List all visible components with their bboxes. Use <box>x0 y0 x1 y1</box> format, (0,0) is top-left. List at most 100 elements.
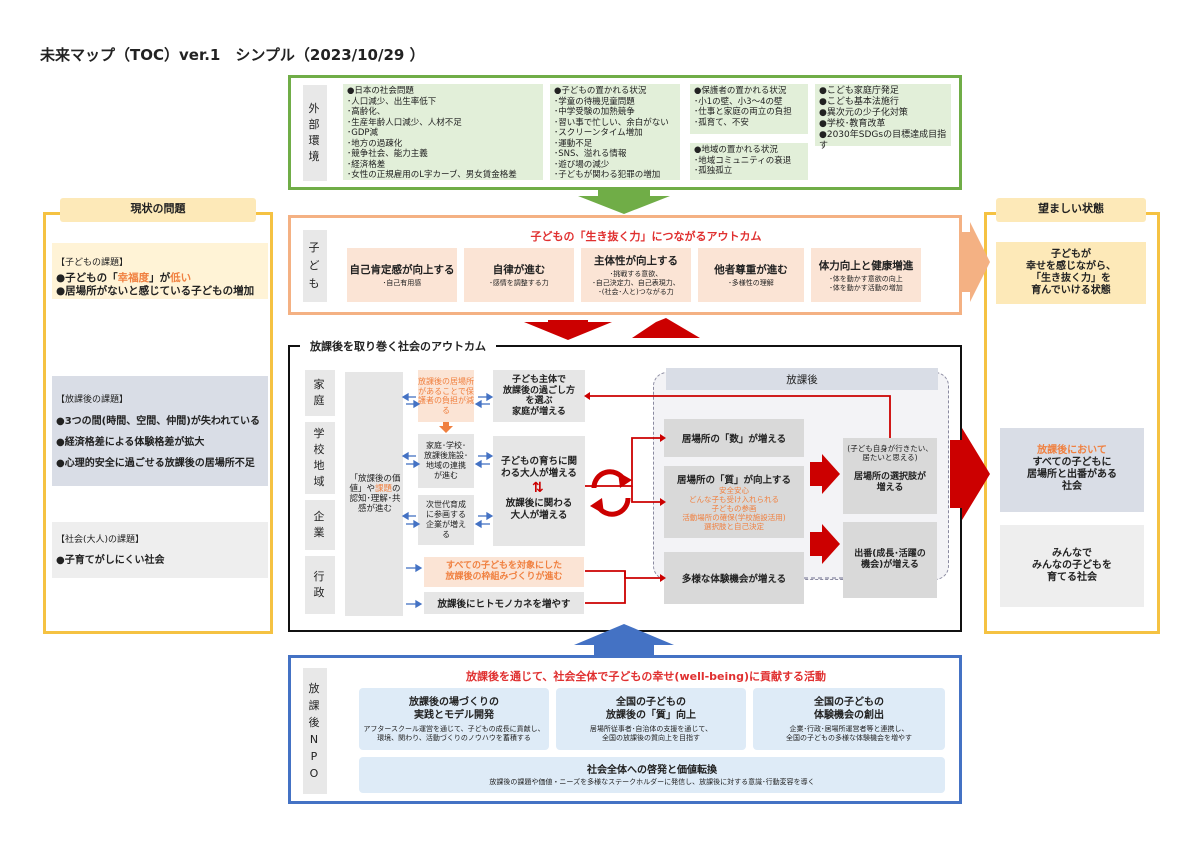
arrowhead-count <box>660 434 666 442</box>
blue-arrowhead <box>486 451 494 461</box>
text-part: 「放課後の価値」や <box>349 474 401 494</box>
blue-arrowhead <box>401 511 409 521</box>
npo-activity-awareness: 社会全体への啓発と価値転換放課後の課題や価値・ニーズを多様なステークホルダーに発… <box>359 757 945 793</box>
blue-arrowhead <box>401 392 409 402</box>
text-part: の認知･理解･共感が進む <box>349 484 401 514</box>
after-school-issues-box <box>52 376 268 486</box>
blue-arrowhead <box>486 511 494 521</box>
social-outcomes-heading: 放課後を取り巻く社会のアウトカム <box>300 338 496 354</box>
arrow-orange-down <box>439 422 453 433</box>
child-issue-place: ●居場所がないと感じている子どもの増加 <box>56 285 255 297</box>
blue-arrowhead <box>474 459 482 469</box>
blue-arrowhead <box>413 399 421 409</box>
adults-box <box>493 436 585 546</box>
external-cell-guardians: ●保護者の置かれる状況 ･小1の壁、小3～4の壁 ･仕事と家庭の両立の負担 ･孤… <box>690 84 808 134</box>
page-title: 未来マップ（TOC）ver.1 シンプル（2023/10/29 ） <box>40 46 425 64</box>
activity-sub: 放課後の課題や価値・ニーズを多様なステークホルダーに発信し、放課後に対する意識･… <box>489 777 815 786</box>
cycle-arrowhead-bottom <box>590 498 604 514</box>
after-school-issues-title: 【放課後の課題】 <box>56 395 129 405</box>
external-environment-frame <box>288 75 962 190</box>
line-adults-to-after-school <box>585 437 660 487</box>
outcome-title: 自律が進む <box>492 264 546 276</box>
label-family: 家 庭 <box>305 370 335 416</box>
government-framework-box: すべての子どもを対象にした 放課後の枠組みづくりが進む <box>424 557 584 587</box>
place-quality-title: 居場所の「質」が向上する <box>676 475 791 486</box>
text-highlight: 幸福度 <box>117 272 150 284</box>
arrow-red-up <box>632 318 700 338</box>
society-issues-box <box>52 522 268 578</box>
arrow-quality-to-choice <box>810 454 840 494</box>
after-school-issue-1: ●3つの間(時間、空間、仲間)が失われている <box>56 416 261 427</box>
child-outcomes-heading: 子どもの「生き抜く力」につながるアウトカム <box>530 230 762 243</box>
blue-arrowhead <box>474 519 482 529</box>
cycle-arrowhead-top <box>618 472 632 488</box>
blue-arrowhead <box>413 459 421 469</box>
external-cell-japan: ●日本の社会問題 ･人口減少、出生率低下 ･高齢化、 ･生産年齢人口減少、人材不… <box>343 84 543 180</box>
child-outcome-autonomy: 自律が進む･感情を調整する力 <box>464 248 574 302</box>
outcome-sub: ･自己有用感 <box>382 279 422 287</box>
external-label: 外 部 環 境 <box>303 85 327 181</box>
cooperation-box: 家庭･学校･ 放課後施設･ 地域の連携 が進む <box>418 434 474 488</box>
blue-arrowhead <box>401 451 409 461</box>
arrow-social-to-desired <box>950 428 990 520</box>
activity-title: 社会全体への啓発と価値転換 <box>587 764 717 776</box>
child-issues-title: 【子どもの課題】 <box>56 258 129 268</box>
after-school-issue-3: ●心理的安全に過ごせる放課後の居場所不足 <box>56 458 255 469</box>
outcome-title: 主体性が向上する <box>594 255 678 267</box>
arrow-external-down <box>578 190 670 214</box>
label-school-region: 学 校 地 域 <box>305 422 335 494</box>
external-cell-policy: ●こども家庭庁発足 ●こども基本法施行 ●異次元の少子化対策 ●学校･教育改革 … <box>815 84 951 151</box>
place-choice-note: (子ども自身が行きたい、 居たいと思える) <box>847 444 933 462</box>
desired-mid-main: すべての子どもに 居場所と出番がある 社会 <box>1027 457 1117 492</box>
society-issue-1: ●子育てがしにくい社会 <box>56 555 165 566</box>
arrow-npo-up <box>574 624 674 655</box>
desired-mid-box <box>1000 428 1144 512</box>
line-funding-to-after-school <box>585 571 626 604</box>
activity-sub: アフタースクール運営を通じて、子どもの成長に貢献し、 環境、関わり、活動づくりの… <box>363 724 545 742</box>
desired-bottom: みんなで みんなの子どもを 育てる社会 <box>1000 525 1144 607</box>
outcome-title: 他者尊重が進む <box>714 264 788 276</box>
npo-label: 放 課 後 N P O <box>303 668 327 794</box>
child-issue-happiness: ●子どもの「幸福度」が低い <box>56 270 191 285</box>
value-awareness-text: 「放課後の価値」や課題の認知･理解･共感が進む <box>348 474 402 514</box>
outcome-sub: ･体を動かす意欲の向上 ･体を動かす活動の増加 <box>829 274 903 292</box>
text-part: 」が <box>149 272 171 284</box>
child-outcome-respect: 他者尊重が進む･多様性の理解 <box>698 248 804 302</box>
child-outcome-self-esteem: 自己肯定感が向上する･自己有用感 <box>347 248 457 302</box>
outcome-title: 体力向上と健康増進 <box>818 259 914 272</box>
company-participation-box: 次世代育成 に参画する 企業が増え る <box>418 495 474 545</box>
label-company: 企 業 <box>305 500 335 550</box>
blue-arrowhead <box>415 563 423 573</box>
current-problems-header: 現状の問題 <box>60 198 256 222</box>
place-choice-box <box>843 438 937 514</box>
desired-mid-text: 放課後において すべての子どもに 居場所と出番がある 社会 <box>1000 445 1144 493</box>
after-school-issue-2: ●経済格差による体験格差が拡大 <box>56 437 205 448</box>
external-cell-children: ●子どもの置かれる状況 ･学童の待機児童問題 ･中学受験の加熱競争 ･習い事で忙… <box>550 84 680 180</box>
text-highlight: 課題 <box>374 484 392 494</box>
desired-state-header: 望ましい状態 <box>996 198 1146 222</box>
arrowhead-diverse <box>660 574 666 582</box>
place-count-box: 居場所の「数」が増える <box>664 419 804 457</box>
activity-title: 全国の子どもの 放課後の「質」向上 <box>606 696 696 721</box>
activity-sub: 居場所従事者･自治体の支援を通じて、 全国の放課後の質向上を目指す <box>589 724 713 742</box>
family-burden-box: 放課後の居場所があることで保護者の負担が減る <box>418 370 474 422</box>
outcome-sub: ･挑戦する意欲、 ･自己決定力、自己表現力、 ･(社会･人と)つながる力 <box>592 270 680 296</box>
npo-activity-experience: 全国の子どもの 体験機会の創出企業･行政･居場所運営者等と連携し、 全国の子ども… <box>753 688 945 750</box>
arrow-child-to-desired <box>962 222 990 302</box>
updown-arrow-icon: ⇅ <box>532 480 544 496</box>
npo-heading: 放課後を通じて、社会全体で子どもの幸せ(well-being)に貢献する活動 <box>465 670 827 683</box>
child-outcome-initiative: 主体性が向上する ･挑戦する意欲、 ･自己決定力、自己表現力、 ･(社会･人と)つ… <box>581 248 691 302</box>
text-highlight: 低い <box>170 272 192 284</box>
government-funding-box: 放課後にヒトモノカネを増やす <box>424 592 584 614</box>
desired-mid-highlight: 放課後において <box>1037 445 1107 456</box>
adults-grow-text: 子どもの育ちに関 わる大人が増える <box>500 456 577 479</box>
activity-title: 全国の子どもの 体験機会の創出 <box>814 696 884 721</box>
activity-title: 放課後の場づくりの 実践とモデル開発 <box>409 696 499 721</box>
arrow-red-down <box>524 320 612 340</box>
family-choice-box: 子ども主体で 放課後の過ごし方 を選ぶ 家庭が増える <box>493 370 585 422</box>
child-label: 子 ど も <box>303 230 327 302</box>
stage-box: 出番(成長･活躍の 機会)が増える <box>843 522 937 598</box>
blue-arrows <box>401 392 494 609</box>
place-choice-main: 居場所の選択肢が 増える <box>853 472 926 493</box>
